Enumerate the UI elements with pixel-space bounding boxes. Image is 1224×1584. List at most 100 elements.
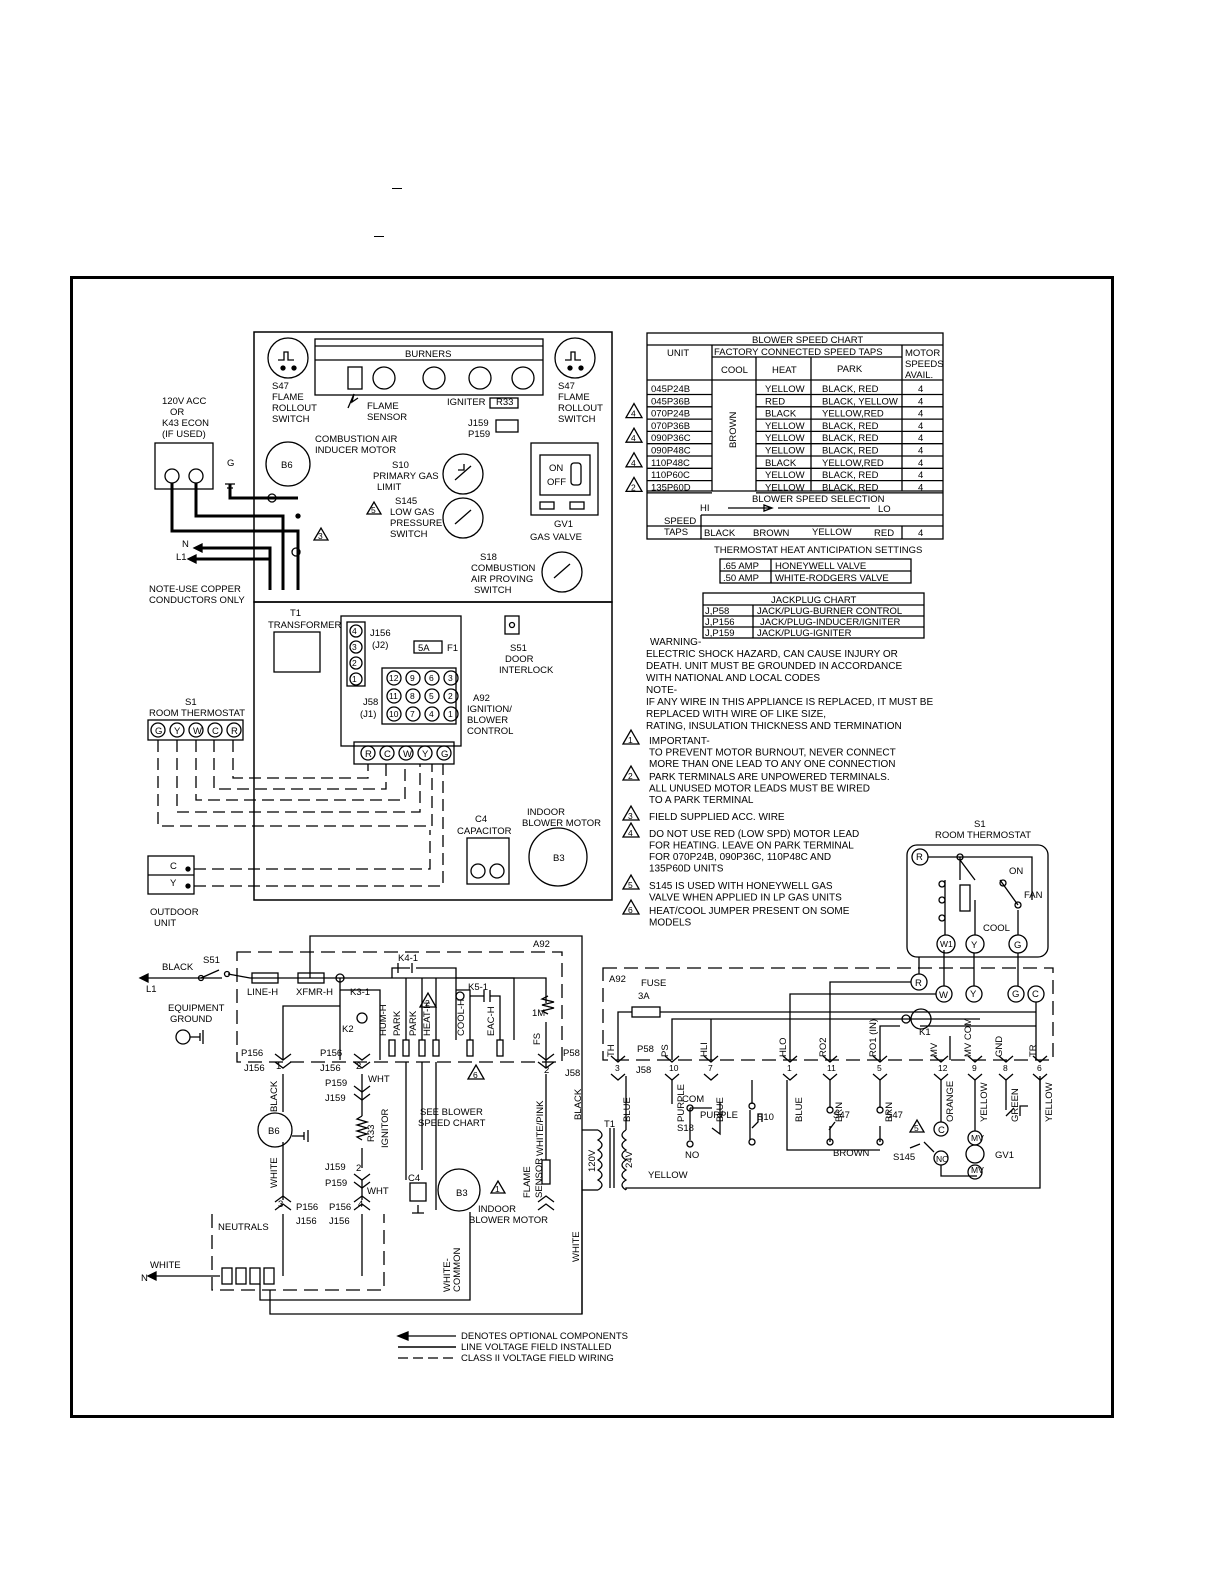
pin-2-lower: 2 bbox=[356, 1163, 361, 1174]
chart-unit-070P36B: 070P36B bbox=[651, 421, 690, 432]
neutrals-label: NEUTRALS bbox=[218, 1222, 269, 1233]
24v-label: 24V bbox=[624, 1150, 635, 1168]
c-a92-label: C bbox=[1032, 989, 1039, 1000]
heat-cool-note-marker bbox=[466, 1063, 486, 1080]
gv-on-label: ON bbox=[549, 463, 563, 474]
j156-lower-left: J156 bbox=[296, 1216, 317, 1227]
s18-label-4: SWITCH bbox=[474, 585, 512, 596]
l1-label: L1 bbox=[176, 552, 187, 563]
j159-schematic-label: J159 bbox=[325, 1093, 346, 1104]
j2-label: (J2) bbox=[372, 640, 388, 651]
r33-label: R33 bbox=[496, 397, 513, 408]
on-label: ON bbox=[1009, 866, 1023, 877]
c4-label: C4 bbox=[475, 814, 487, 825]
lv-wire-6: ORANGE bbox=[945, 1081, 956, 1122]
white-common-label: WHITE- bbox=[442, 1258, 453, 1292]
note-6-line-1: HEAT/COOL JUMPER PRESENT ON SOME bbox=[649, 906, 850, 917]
thermostat-term-y: Y bbox=[174, 726, 181, 737]
j156-mid-label: J156 bbox=[320, 1063, 341, 1074]
note-marker-4-number: 4 bbox=[628, 828, 633, 838]
taps-label: TAPS bbox=[664, 527, 688, 538]
jackplug-desc-1: JACK/PLUG-BURNER CONTROL bbox=[757, 606, 902, 617]
chart-park-135P60D: BLACK, RED bbox=[822, 482, 879, 493]
j58-pin: 12 bbox=[389, 673, 399, 683]
thermostat-term-r: R bbox=[231, 726, 238, 737]
note-marker-1-number: 1 bbox=[628, 735, 633, 745]
note-line-4: RATING, INSULATION THICKNESS AND TERMINA… bbox=[646, 721, 902, 732]
j58-pin: 2 bbox=[448, 691, 453, 701]
s47-left-label-3: ROLLOUT bbox=[272, 403, 317, 414]
p156-mid-label: P156 bbox=[320, 1048, 342, 1059]
blower-schematic-icon bbox=[437, 1168, 481, 1212]
j156-connector: 4 3 2 1 bbox=[346, 621, 366, 687]
chart-note-090P36C bbox=[624, 426, 644, 443]
gv-off-label: OFF bbox=[547, 477, 566, 488]
note-marker-3-number: 3 bbox=[628, 811, 633, 821]
j58-pin: 9 bbox=[410, 673, 415, 683]
lv-term-th: TH bbox=[606, 1044, 617, 1057]
pin-2-fs-label: 2 bbox=[544, 1065, 549, 1076]
white-long-label: WHITE bbox=[571, 1231, 582, 1262]
capacitor-label: CAPACITOR bbox=[457, 826, 512, 837]
note-1-line-3: MORE THAN ONE LEAD TO ANY ONE CONNECTION bbox=[649, 759, 896, 770]
notes: WARNING- ELECTRIC SHOCK HAZARD, CAN CAUS… bbox=[646, 637, 933, 732]
note-5-line-2: VALVE WHEN APPLIED IN LP GAS UNITS bbox=[649, 893, 842, 904]
thermostat-term-c: C bbox=[212, 726, 219, 737]
unit-panel: BURNERS S47 FLAME ROLLOUT SWITCH S47 FLA… bbox=[253, 331, 613, 901]
park-note-marker-number: 2 bbox=[425, 998, 430, 1008]
s47-left-label-4: SWITCH bbox=[272, 414, 310, 425]
warning-line-2: ELECTRIC SHOCK HAZARD, CAN CAUSE INJURY … bbox=[646, 649, 898, 660]
note-3-line-1: FIELD SUPPLIED ACC. WIRE bbox=[649, 812, 785, 823]
anticipation-valve-1: HONEYWELL VALVE bbox=[775, 561, 866, 572]
flame-sensor-label-2: SENSOR bbox=[367, 412, 407, 423]
s47-schematic-b: S47 bbox=[886, 1110, 903, 1121]
tstat-g-label: G bbox=[1014, 940, 1021, 951]
outdoor-unit-label: UNIT bbox=[154, 918, 176, 929]
gv1-label: GV1 bbox=[554, 519, 573, 530]
post-heat-h: HEAT-H bbox=[422, 1002, 433, 1036]
lv-wire-8: GREEN bbox=[1010, 1088, 1021, 1122]
air-proving-switch-icon bbox=[541, 551, 583, 593]
anticipation-title: THERMOSTAT HEAT ANTICIPATION SETTINGS bbox=[714, 545, 922, 556]
tap-yellow: YELLOW bbox=[812, 527, 852, 538]
chart-heat-135P60D: YELLOW bbox=[765, 482, 805, 493]
svg-text:1: 1 bbox=[352, 674, 357, 684]
note-marker-2-number: 2 bbox=[628, 771, 633, 781]
inducer-schematic-icon bbox=[257, 1112, 293, 1148]
copper-note-2: CONDUCTORS ONLY bbox=[149, 595, 245, 606]
j58-schematic-label: J58 bbox=[565, 1068, 580, 1079]
blower-motor-label: BLOWER MOTOR bbox=[522, 818, 601, 829]
chart-heat-045P24B: YELLOW bbox=[765, 384, 805, 395]
interlock-label: INTERLOCK bbox=[499, 665, 554, 676]
s47-right-label-2: FLAME bbox=[558, 392, 590, 403]
black-wire-vertical: BLACK bbox=[269, 1080, 280, 1112]
field-wiring: 120V ACC OR K43 ECON (IF USED) G N L1 NO… bbox=[147, 396, 444, 929]
r33-schematic-label: R33 bbox=[366, 1125, 377, 1142]
note-5-line-1: S145 IS USED WITH HONEYWELL GAS bbox=[649, 881, 833, 892]
lv-pin-3: 1 bbox=[787, 1063, 792, 1073]
s10-label-2: PRIMARY GAS bbox=[373, 471, 439, 482]
chart-park-090P48C: BLACK, RED bbox=[822, 446, 879, 457]
black-t1-label: BLACK bbox=[573, 1088, 584, 1120]
j156-left-label: J156 bbox=[244, 1063, 265, 1074]
mv-top-label: MV bbox=[971, 1133, 984, 1143]
j58-pin: 11 bbox=[389, 691, 398, 701]
chart-speeds-045P24B: 4 bbox=[918, 384, 923, 395]
chart-unit-135P60D: 135P60D bbox=[651, 482, 691, 493]
header-mark-1 bbox=[392, 188, 402, 189]
j58-pin: 5 bbox=[429, 691, 434, 701]
legend-line-voltage: LINE VOLTAGE FIELD INSTALLED bbox=[461, 1342, 612, 1353]
flame-rollout-switch-left-icon bbox=[267, 337, 309, 379]
p58-low-label: P58 bbox=[637, 1044, 654, 1055]
s145-label: S145 bbox=[395, 496, 417, 507]
room-thermostat-right: S1 ROOM THERMOSTAT ON FAN COOL R W1 Y G bbox=[906, 819, 1049, 958]
n-schematic-label: N bbox=[141, 1273, 148, 1284]
s145-label-2: LOW GAS bbox=[390, 507, 434, 518]
chart-speeds-110P48C: 4 bbox=[918, 458, 923, 469]
gas-valve-label: GAS VALVE bbox=[530, 532, 582, 543]
note-4-line-2: FOR HEATING. LEAVE ON PARK TERMINAL bbox=[649, 841, 854, 852]
purple-label: PURPLE bbox=[700, 1110, 738, 1121]
s47-right-label: S47 bbox=[558, 381, 575, 392]
s47-right-label-4: SWITCH bbox=[558, 414, 596, 425]
